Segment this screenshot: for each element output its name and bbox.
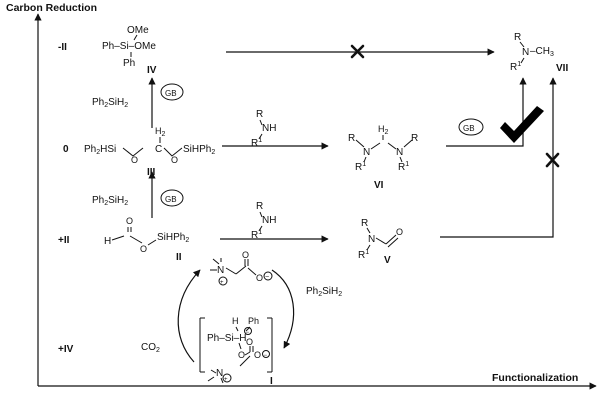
- svg-text:R1: R1: [510, 61, 521, 73]
- oxidation-levels: -II 0 +II +IV: [58, 42, 74, 355]
- svg-text:O: O: [238, 350, 245, 360]
- level-plus-two: +II: [58, 235, 70, 246]
- svg-text:Ph: Ph: [248, 316, 259, 326]
- compound-iv: OMe Ph–Si–OMe Ph IV: [102, 25, 157, 76]
- svg-text:R: R: [256, 109, 263, 120]
- level-minus-two: -II: [58, 42, 67, 53]
- silane-label-middle: Ph2SiH2: [92, 195, 128, 207]
- step-ii-to-iii: Ph2SiH2 GB: [92, 171, 184, 218]
- compound-iii: H2 Ph2HSi O C O SiHPh2 III: [84, 126, 215, 178]
- svg-text:R: R: [411, 133, 418, 144]
- svg-text:−: −: [246, 330, 250, 336]
- svg-text:R: R: [348, 133, 355, 144]
- compound-vii: R N –CH3 R1 VII: [510, 32, 568, 74]
- svg-text:O: O: [171, 155, 178, 165]
- gb-catalyst-vi: [458, 118, 484, 136]
- svg-text:R: R: [514, 32, 521, 43]
- route-vi-to-vii: GB: [446, 77, 544, 147]
- svg-text:N: N: [217, 265, 224, 276]
- svg-text:R1: R1: [358, 249, 369, 261]
- svg-text:N: N: [522, 47, 529, 58]
- catalytic-cycle: CO2 Ph2SiH2 N + O O −: [141, 250, 342, 387]
- compound-vi: H2 R N N R R1 R1 VI: [348, 124, 418, 191]
- level-zero: 0: [63, 144, 69, 155]
- svg-text:C: C: [155, 144, 162, 155]
- blocked-mark-top: [350, 44, 365, 59]
- svg-text:O: O: [246, 337, 253, 347]
- silane-label-upper: Ph2SiH2: [92, 97, 128, 109]
- svg-text:O: O: [396, 227, 403, 237]
- svg-text:Ph–Si–H: Ph–Si–H: [207, 333, 246, 344]
- svg-text:Ph2HSi: Ph2HSi: [84, 144, 116, 156]
- svg-text:R: R: [256, 201, 263, 212]
- success-check-icon: [500, 106, 544, 143]
- svg-text:SiHPh2: SiHPh2: [157, 232, 189, 244]
- svg-text:R1: R1: [251, 229, 262, 241]
- label-iv: IV: [147, 65, 157, 76]
- step-ii-to-v: R NH R1: [220, 201, 329, 243]
- cycle-arrow-right: [271, 269, 295, 349]
- svg-text:SiHPh2: SiHPh2: [183, 144, 215, 156]
- svg-text:O: O: [131, 155, 138, 165]
- label-vi: VI: [374, 180, 384, 191]
- svg-text:+: +: [224, 377, 228, 383]
- svg-text:H: H: [104, 236, 111, 247]
- svg-text:GB: GB: [165, 89, 177, 98]
- label-i: I: [270, 376, 273, 387]
- svg-text:N: N: [396, 147, 403, 158]
- label-iii: III: [147, 167, 156, 178]
- label-ii: II: [176, 252, 182, 263]
- glycine-betaine: N + O O −: [210, 250, 273, 286]
- step-iii-to-iv: Ph2SiH2 GB: [92, 77, 184, 128]
- step-iii-to-vi: R NH R1: [222, 109, 329, 150]
- level-plus-four: +IV: [58, 344, 74, 355]
- svg-text:O: O: [254, 350, 261, 360]
- svg-text:GB: GB: [463, 124, 475, 133]
- svg-text:–CH3: –CH3: [530, 46, 554, 58]
- silane-label-cycle: Ph2SiH2: [306, 286, 342, 298]
- svg-text:Ph–Si–OMe: Ph–Si–OMe: [102, 41, 156, 52]
- svg-text:N: N: [363, 147, 370, 158]
- svg-text:O: O: [126, 216, 133, 226]
- label-vii: VII: [556, 63, 568, 74]
- cycle-arrow-left: [177, 269, 201, 363]
- axes: Carbon Reduction Functionalization: [6, 2, 597, 390]
- svg-text:O: O: [140, 244, 147, 254]
- label-v: V: [384, 255, 391, 266]
- svg-text:GB: GB: [165, 195, 177, 204]
- svg-text:H: H: [232, 316, 239, 326]
- route-iv-to-vii-blocked: [226, 44, 495, 59]
- route-v-to-vii-blocked: [440, 77, 560, 238]
- svg-text:NH: NH: [262, 215, 276, 226]
- svg-text:N: N: [216, 368, 223, 379]
- svg-text:NH: NH: [262, 123, 276, 134]
- svg-text:O: O: [242, 250, 249, 260]
- svg-text:+: +: [220, 280, 224, 286]
- y-axis-title: Carbon Reduction: [6, 2, 97, 14]
- svg-text:O: O: [256, 273, 263, 283]
- svg-text:N: N: [368, 234, 375, 245]
- svg-text:R1: R1: [398, 161, 409, 173]
- svg-text:R1: R1: [355, 161, 366, 173]
- svg-text:Ph: Ph: [123, 58, 135, 69]
- blocked-mark-side: [545, 152, 560, 168]
- svg-text:R: R: [361, 218, 368, 229]
- compound-ii: O H O SiHPh2 II: [104, 216, 189, 263]
- svg-text:H2: H2: [378, 124, 389, 136]
- svg-text:OMe: OMe: [127, 25, 149, 36]
- x-axis-title: Functionalization: [492, 372, 578, 384]
- gb-catalyst-upper: [160, 83, 184, 101]
- svg-text:H2: H2: [155, 126, 166, 138]
- compound-v: R N O R1 V: [358, 218, 403, 266]
- svg-text:−: −: [264, 353, 268, 359]
- gb-catalyst-middle: [160, 189, 184, 207]
- svg-text:−: −: [265, 274, 269, 281]
- compound-i: H Ph Ph–Si–H − O O O − N + I: [199, 316, 273, 387]
- co2-label: CO2: [141, 342, 160, 354]
- svg-text:R1: R1: [251, 137, 262, 149]
